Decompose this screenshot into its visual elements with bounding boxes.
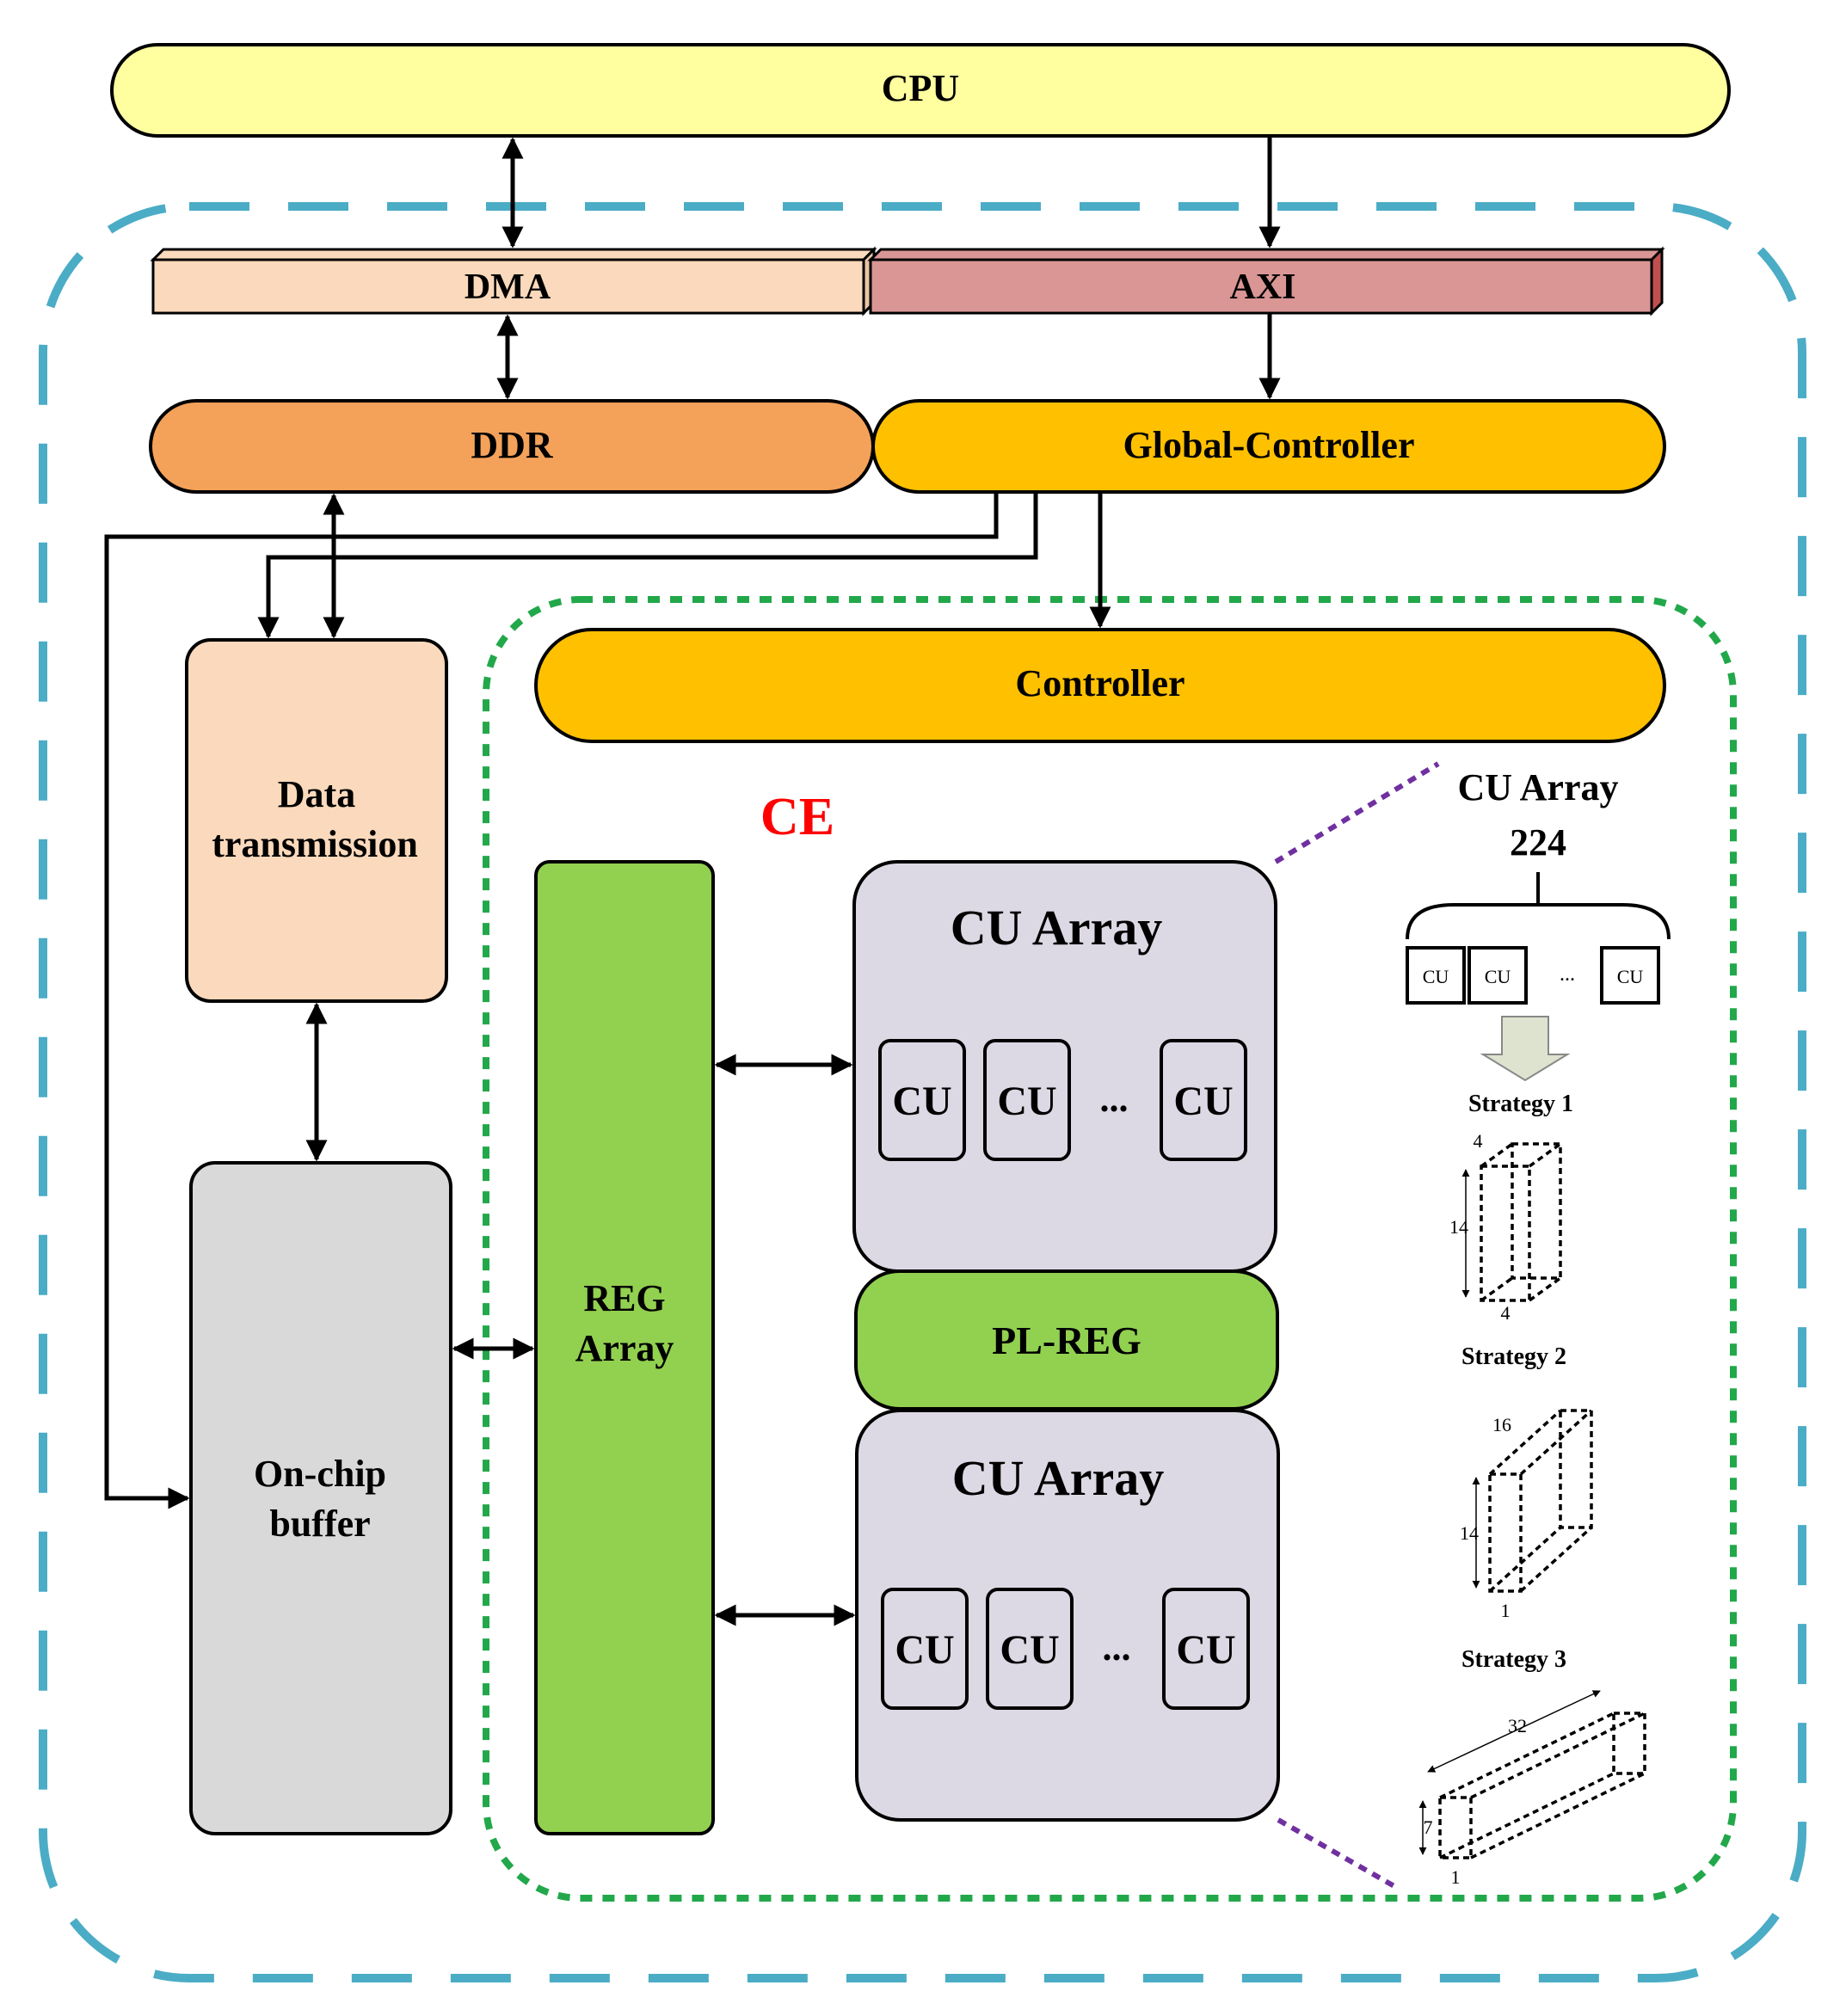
cu-unit-label: CU xyxy=(892,1079,951,1124)
reg-array-label-2: Array xyxy=(575,1327,674,1369)
dma-bar xyxy=(151,258,865,315)
accelerator-boundary xyxy=(39,202,1806,1982)
detail-cu-unit xyxy=(1600,946,1660,1005)
detail-cu-unit xyxy=(1406,946,1466,1005)
cpu-label: CPU xyxy=(882,67,959,109)
onchip-buffer-label-2: buffer xyxy=(269,1503,370,1545)
detail-down-arrow xyxy=(1480,1016,1571,1082)
detail-count: 224 xyxy=(1510,821,1566,864)
cu-unit xyxy=(878,1039,966,1161)
cu-unit xyxy=(983,1039,1071,1161)
detail-ellipsis: ... xyxy=(1560,963,1575,986)
cu-unit xyxy=(881,1588,969,1710)
data-transmission-block xyxy=(185,638,448,1003)
controller-label: Controller xyxy=(1015,662,1185,704)
zoom-line-top xyxy=(1274,761,1440,864)
data-transmission-label-1: Data xyxy=(278,773,355,815)
cu-unit xyxy=(1160,1039,1247,1161)
cu-unit-label: CU xyxy=(895,1627,954,1673)
detail-brace xyxy=(1406,903,1671,940)
strategy-3-dim-width: 1 xyxy=(1451,1866,1461,1888)
cu-unit-label: CU xyxy=(1000,1627,1059,1673)
detail-cu-label: CU xyxy=(1617,966,1644,987)
reg-array-block xyxy=(534,860,715,1835)
dma-label: DMA xyxy=(465,267,551,307)
cu-ellipsis: ... xyxy=(1103,1626,1131,1669)
axi-label: AXI xyxy=(1229,267,1295,307)
cu-unit xyxy=(986,1588,1074,1710)
detail-cu-label: CU xyxy=(1423,966,1449,987)
edge-global-controller-data-transmission xyxy=(257,492,1038,639)
cu-array-top-title: CU Array xyxy=(951,900,1162,956)
detail-title: CU Array xyxy=(1458,766,1619,808)
cu-array-bottom-title: CU Array xyxy=(952,1450,1164,1506)
ddr-label: DDR xyxy=(471,424,554,466)
strategy-3-label: Strategy 3 xyxy=(1461,1646,1566,1673)
strategy-3-cuboid xyxy=(1438,1712,1646,1859)
dma-bar-top xyxy=(150,248,877,261)
zoom-line-bottom xyxy=(1277,1817,1400,1891)
data-transmission-label-2: transmission xyxy=(212,823,418,865)
detail-cu-unit xyxy=(1468,946,1528,1005)
global-controller-label: Global-Controller xyxy=(1123,424,1415,466)
strategy-2-dim-depth: 16 xyxy=(1492,1414,1511,1435)
strategy-1-dim-depth: 4 xyxy=(1474,1130,1483,1152)
axi-bar xyxy=(869,258,1653,315)
strategy-3-dim-height: 7 xyxy=(1424,1816,1433,1838)
cu-unit-label: CU xyxy=(997,1079,1056,1124)
controller-block xyxy=(534,628,1666,743)
cpu-block xyxy=(110,43,1731,138)
cu-unit-label: CU xyxy=(1173,1079,1233,1124)
strategy-3-depth-arrow xyxy=(1427,1690,1601,1773)
cu-unit-label: CU xyxy=(1176,1627,1235,1673)
global-controller-block xyxy=(871,399,1666,494)
onchip-buffer-label-1: On-chip xyxy=(254,1453,386,1495)
axi-bar-side xyxy=(1650,246,1664,317)
cu-ellipsis: ... xyxy=(1100,1078,1129,1120)
onchip-buffer-block xyxy=(189,1161,452,1835)
strategy-1-dim-width: 4 xyxy=(1501,1302,1511,1324)
edge-global-controller-onchip-buffer xyxy=(104,492,999,1509)
reg-array-label-1: REG xyxy=(583,1277,665,1319)
axi-bar-top xyxy=(867,248,1665,261)
strategy-2-label: Strategy 2 xyxy=(1461,1343,1566,1370)
strategy-1-cuboid xyxy=(1480,1142,1562,1302)
ce-label: CE xyxy=(760,788,834,846)
cu-unit xyxy=(1162,1588,1250,1710)
strategy-1-label: Strategy 1 xyxy=(1468,1091,1573,1117)
strategy-2-cuboid xyxy=(1488,1409,1593,1593)
detail-cu-label: CU xyxy=(1485,966,1511,987)
pl-reg-label: PL-REG xyxy=(992,1318,1141,1362)
strategy-2-dim-width: 1 xyxy=(1501,1600,1511,1621)
